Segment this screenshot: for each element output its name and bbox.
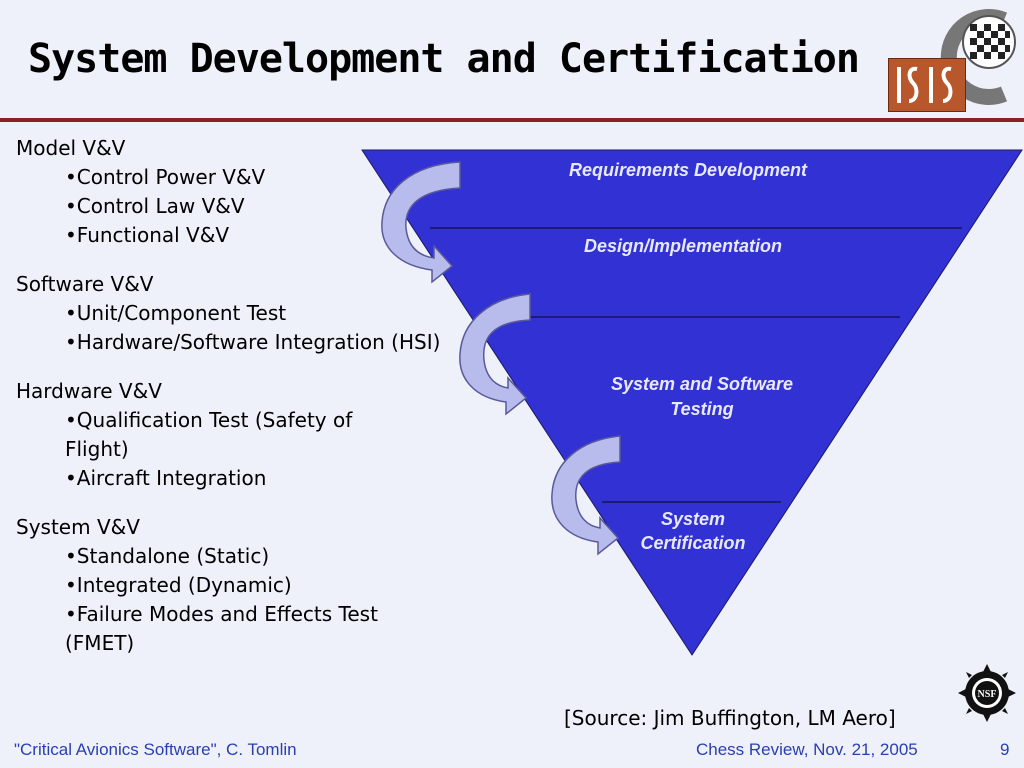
nsf-logo-icon: NSF <box>958 664 1016 722</box>
stage-label-design: Design/Implementation <box>583 236 783 256</box>
section-heading: Hardware V&V <box>16 379 162 403</box>
slide-title: System Development and Certification <box>28 36 860 82</box>
list-item: •Failure Modes and Effects Test (FMET) <box>65 602 378 655</box>
footer-left: "Critical Avionics Software", C. Tomlin <box>14 740 297 759</box>
section-model-vv: Model V&V •Control Power V&V •Control La… <box>16 134 445 250</box>
list-item: •Qualification Test (Safety of Flight) <box>65 408 353 461</box>
footer-center: Chess Review, Nov. 21, 2005 <box>696 740 918 759</box>
triangle-shape <box>361 149 1023 656</box>
section-heading: System V&V <box>16 515 140 539</box>
stage-label-certification: System Certification <box>640 509 746 553</box>
list-item: •Control Law V&V <box>65 194 245 218</box>
title-divider <box>0 118 1024 122</box>
isis-logo-icon <box>888 58 966 112</box>
stage-label-testing: System and Software Testing <box>610 374 794 419</box>
section-heading: Software V&V <box>16 272 154 296</box>
source-citation: [Source: Jim Buffington, LM Aero] <box>564 706 896 730</box>
section-software-vv: Software V&V •Unit/Component Test •Hardw… <box>16 270 445 357</box>
vv-bullet-list: Model V&V •Control Power V&V •Control La… <box>16 134 445 678</box>
section-system-vv: System V&V •Standalone (Static) •Integra… <box>16 513 445 658</box>
curved-arrow-icon <box>381 161 461 284</box>
list-item: •Integrated (Dynamic) <box>65 573 292 597</box>
chess-logo-icon <box>940 9 1016 105</box>
section-heading: Model V&V <box>16 136 126 160</box>
list-item: •Aircraft Integration <box>65 466 267 490</box>
section-hardware-vv: Hardware V&V •Qualification Test (Safety… <box>16 377 445 493</box>
curved-arrow-icon <box>459 293 531 416</box>
curved-arrow-icon <box>551 435 621 556</box>
list-item: •Unit/Component Test <box>65 301 287 325</box>
stage-label-requirements: Requirements Development <box>568 160 808 180</box>
list-item: •Control Power V&V <box>65 165 266 189</box>
list-item: •Functional V&V <box>65 223 229 247</box>
list-item: •Hardware/Software Integration (HSI) <box>65 330 441 354</box>
nsf-logo-text: NSF <box>978 689 997 700</box>
list-item: •Standalone (Static) <box>65 544 270 568</box>
footer-page-number: 9 <box>1000 740 1010 759</box>
